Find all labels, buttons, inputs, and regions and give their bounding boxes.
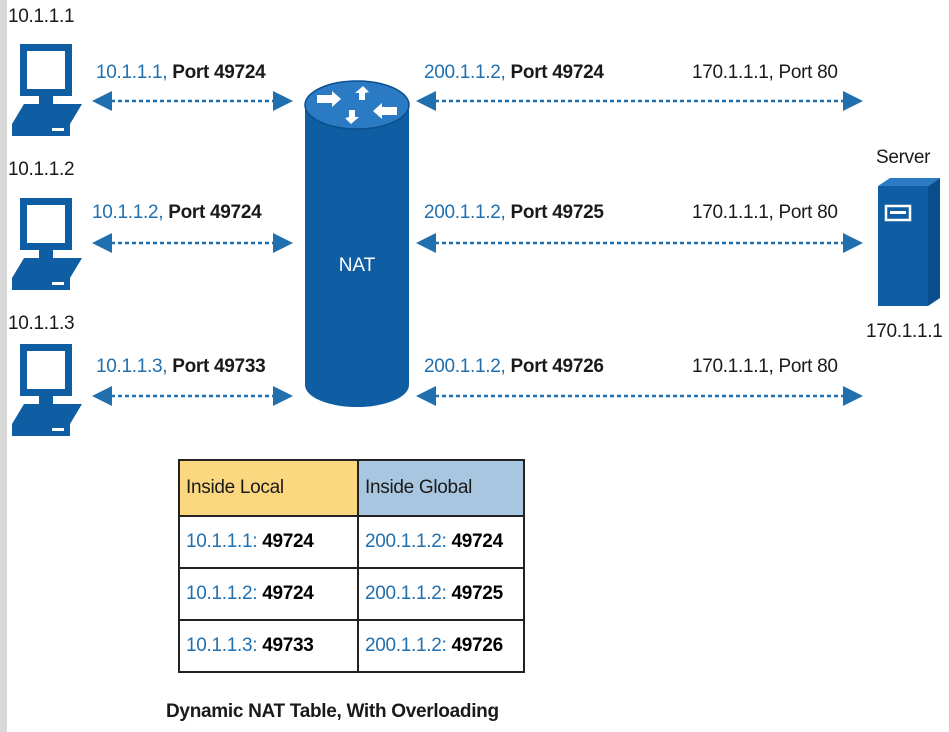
left-label-2: 10.1.1.2, Port 49724	[92, 202, 262, 224]
table-row: 10.1.1.1: 49724 200.1.1.2: 49724	[178, 515, 525, 569]
left-port-2: Port 49724	[168, 202, 262, 223]
global-ip: 200.1.1.2:	[365, 583, 452, 604]
local-ip: 10.1.1.1:	[186, 531, 263, 552]
host-1-label: 10.1.1.1	[8, 6, 75, 27]
header-inside-global: Inside Global	[357, 459, 525, 517]
global-addr-1: 200.1.1.2,	[424, 62, 506, 83]
global-port-1: Port 49724	[510, 62, 604, 83]
local-port: 49724	[262, 531, 314, 552]
global-addr-2: 200.1.1.2,	[424, 202, 506, 223]
global-addr-3: 200.1.1.2,	[424, 356, 506, 377]
cell-inside-local: 10.1.1.1: 49724	[178, 515, 359, 569]
nat-label: NAT	[338, 255, 376, 276]
left-label-1: 10.1.1.1, Port 49724	[96, 62, 266, 84]
global-port-2: Port 49725	[510, 202, 604, 223]
host-3-label: 10.1.1.3	[8, 313, 75, 334]
global-label-1: 200.1.1.2, Port 49724	[424, 62, 604, 84]
nat-translation-table: Inside Local Inside Global 10.1.1.1: 497…	[178, 459, 525, 673]
cell-inside-local: 10.1.1.3: 49733	[178, 619, 359, 673]
table-header-row: Inside Local Inside Global	[178, 459, 525, 517]
table-row: 10.1.1.2: 49724 200.1.1.2: 49725	[178, 567, 525, 621]
left-addr-3: 10.1.1.3,	[96, 356, 168, 377]
global-ip: 200.1.1.2:	[365, 531, 452, 552]
server-side-label-1: 170.1.1.1, Port 80	[692, 62, 838, 83]
left-label-3: 10.1.1.3, Port 49733	[96, 356, 266, 378]
local-port: 49733	[262, 635, 314, 656]
table-caption: Dynamic NAT Table, With Overloading	[166, 701, 499, 722]
left-edge-strip	[0, 0, 7, 732]
cell-inside-local: 10.1.1.2: 49724	[178, 567, 359, 621]
server-title: Server	[876, 147, 931, 168]
header-inside-local: Inside Local	[178, 459, 359, 517]
global-port: 49724	[451, 531, 504, 552]
pc-3-icon	[12, 344, 82, 436]
global-port-3: Port 49726	[510, 356, 604, 377]
left-addr-1: 10.1.1.1,	[96, 62, 168, 83]
local-ip: 10.1.1.3:	[186, 635, 263, 656]
local-ip: 10.1.1.2:	[186, 583, 263, 604]
cell-inside-global: 200.1.1.2: 49726	[357, 619, 525, 673]
cell-inside-global: 200.1.1.2: 49724	[357, 515, 525, 569]
table-row: 10.1.1.3: 49733 200.1.1.2: 49726	[178, 619, 525, 673]
pc-1-icon	[12, 44, 82, 136]
local-port: 49724	[262, 583, 314, 604]
left-addr-2: 10.1.1.2,	[92, 202, 164, 223]
global-port: 49725	[451, 583, 504, 604]
global-label-2: 200.1.1.2, Port 49725	[424, 202, 604, 224]
left-port-1: Port 49724	[172, 62, 266, 83]
host-2-label: 10.1.1.2	[8, 159, 75, 180]
server-address: 170.1.1.1	[866, 321, 943, 342]
global-ip: 200.1.1.2:	[365, 635, 452, 656]
server-side-label-3: 170.1.1.1, Port 80	[692, 356, 838, 377]
server-icon	[878, 178, 940, 306]
global-label-3: 200.1.1.2, Port 49726	[424, 356, 604, 378]
left-port-3: Port 49733	[172, 356, 266, 377]
server-side-label-2: 170.1.1.1, Port 80	[692, 202, 838, 223]
cell-inside-global: 200.1.1.2: 49725	[357, 567, 525, 621]
pc-2-icon	[12, 198, 82, 290]
global-port: 49726	[451, 635, 504, 656]
